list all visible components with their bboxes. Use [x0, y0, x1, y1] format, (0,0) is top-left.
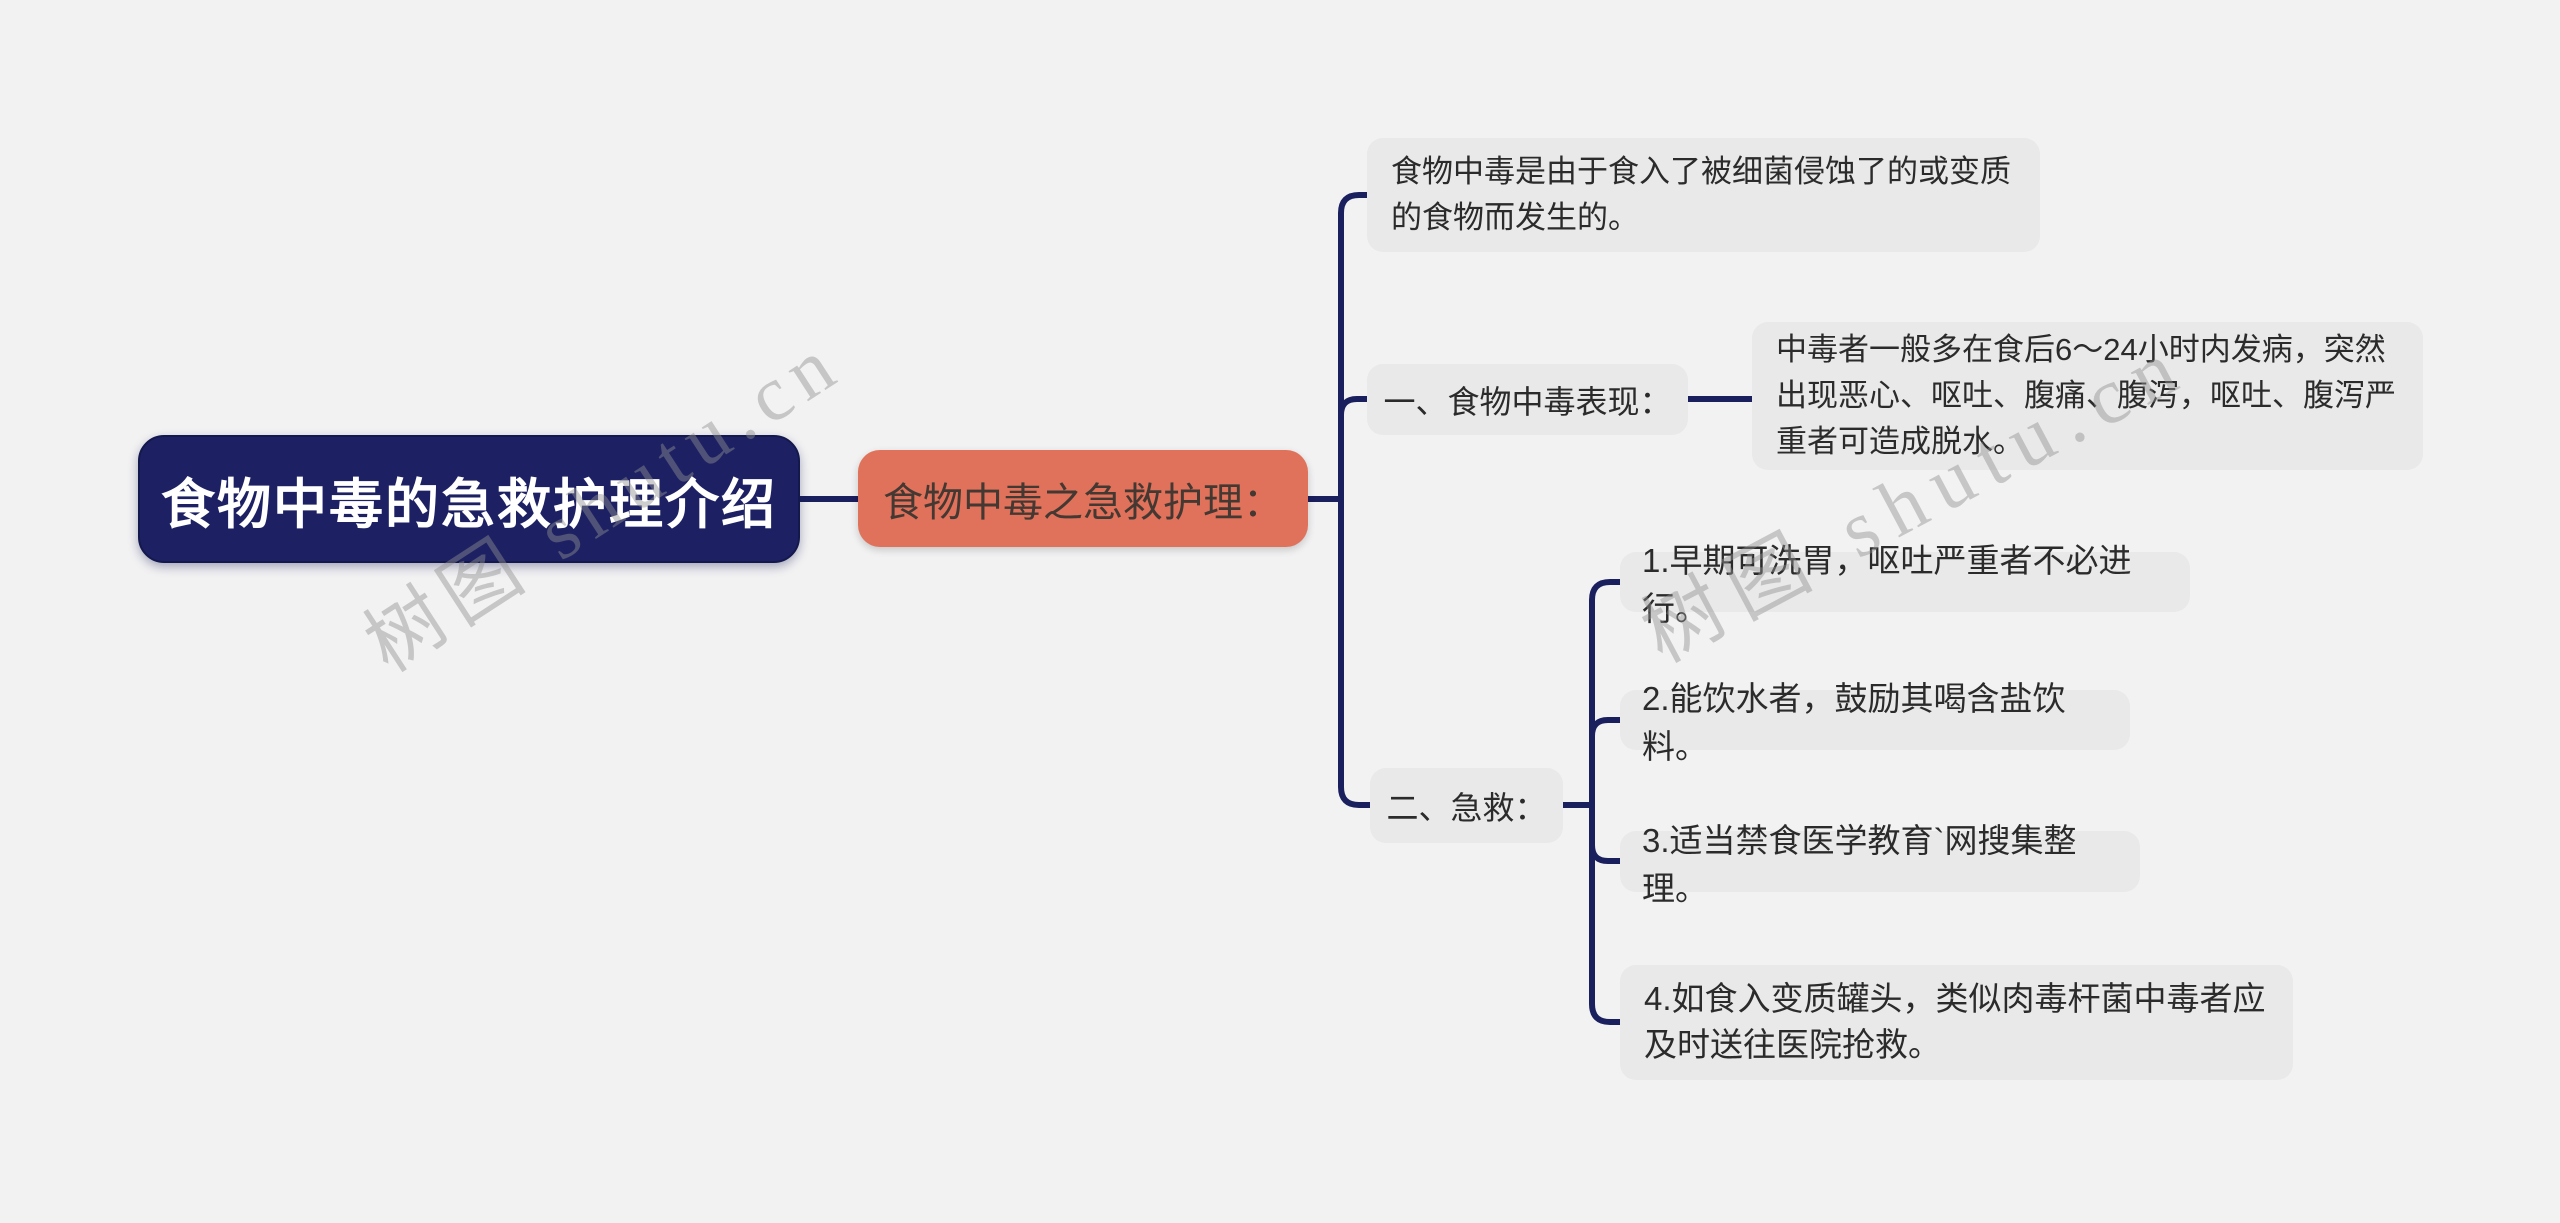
symptoms-label-node[interactable]: 一、食物中毒表现：: [1367, 364, 1688, 435]
aid-item-node[interactable]: 2.能饮水者，鼓励其喝含盐饮料。: [1620, 680, 2130, 765]
aid-item-node[interactable]: 3.适当禁食医学教育`网搜集整理。: [1620, 822, 2140, 907]
symptoms-detail-node[interactable]: 中毒者一般多在食后6～24小时内发病，突然出现恶心、呕吐、腹痛、腹泻，呕吐、腹泻…: [1752, 322, 2423, 470]
aid-label-node[interactable]: 二、急救：: [1370, 768, 1563, 843]
center-topic-node[interactable]: 食物中毒之急救护理：: [858, 450, 1308, 547]
aid-item-node[interactable]: 1.早期可洗胃，呕吐严重者不必进行。: [1620, 542, 2190, 627]
aid-item-node[interactable]: 4.如食入变质罐头，类似肉毒杆菌中毒者应及时送往医院抢救。: [1620, 965, 2293, 1080]
root-node[interactable]: 食物中毒的急救护理介绍: [138, 435, 800, 563]
note-node[interactable]: 食物中毒是由于食入了被细菌侵蚀了的或变质的食物而发生的。: [1367, 138, 2040, 252]
